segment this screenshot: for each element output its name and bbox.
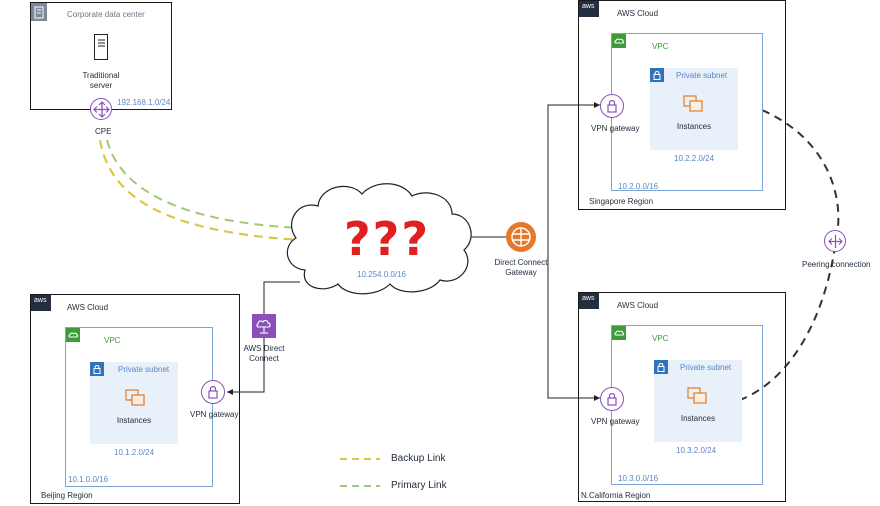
vpn-gateway-label: VPN gateway (591, 417, 640, 426)
arrow-beijing (227, 389, 233, 395)
vpc-cidr: 10.3.0.0/16 (618, 474, 659, 483)
server-label-line1: Traditional (82, 71, 120, 80)
aws-cloud-title: AWS Cloud (67, 303, 109, 312)
vpc-cloud-icon (66, 328, 80, 342)
peering-connection-icon (824, 230, 846, 252)
cloud-cidr: 10.254.0.0/16 (357, 270, 406, 279)
ncal-aws-cloud-box: aws AWS Cloud VPC Private subnet Instanc… (578, 292, 786, 502)
legend-backup-label: Backup Link (391, 453, 446, 464)
aws-cloud-title: AWS Cloud (617, 9, 659, 18)
private-subnet-box: Private subnet Instances (650, 68, 738, 150)
subnet-lock-icon (650, 68, 664, 82)
instances-icon (124, 388, 148, 410)
subnet-label: Private subnet (118, 365, 170, 374)
region-label: Singapore Region (589, 197, 654, 206)
legend-primary-label: Primary Link (391, 480, 447, 491)
vpn-gateway-icon (600, 387, 624, 411)
aws-logo-text: aws (582, 295, 595, 302)
cloud-dc-line (263, 281, 300, 314)
private-subnet-box: Private subnet Instances (654, 360, 742, 442)
vpc-label: VPC (652, 42, 669, 51)
vpn-gateway-icon (201, 380, 225, 404)
instances-label: Instances (676, 122, 712, 131)
vpc-cidr: 10.2.0.0/16 (618, 182, 659, 191)
subnet-label: Private subnet (680, 363, 732, 372)
direct-connect-gateway-icon (506, 222, 536, 252)
direct-connect-label-line2: Connect (249, 354, 279, 363)
singapore-aws-cloud-box: aws AWS Cloud VPC Private subnet Instanc… (578, 0, 786, 210)
beijing-aws-cloud-box: aws AWS Cloud VPC Private subnet Instanc… (30, 294, 240, 504)
unknown-network-mark: ??? (344, 212, 431, 266)
datacenter-title: Corporate data center (67, 10, 145, 19)
dxgw-label-line1: Direct Connect (494, 258, 548, 267)
vpc-label: VPC (652, 334, 669, 343)
primary-link-line (106, 139, 301, 229)
vpc-cloud-icon (612, 326, 626, 340)
region-label: N.California Region (581, 491, 651, 500)
server-icon (94, 34, 108, 60)
vpc-cloud-icon (612, 34, 626, 48)
aws-direct-connect-icon (252, 314, 276, 338)
vpc-label: VPC (104, 336, 121, 345)
instances-icon (686, 386, 710, 408)
server-label-line2: server (89, 81, 113, 90)
aws-logo-icon: aws (579, 1, 599, 17)
subnet-cidr: 10.2.2.0/24 (674, 154, 715, 163)
vpc-box: VPC Private subnet Instances 10.1.2.0/24… (65, 327, 213, 487)
dxgw-singapore-line (547, 104, 600, 237)
aws-logo-text: aws (34, 297, 47, 304)
vpc-box: VPC Private subnet Instances 10.3.2.0/24… (611, 325, 763, 485)
arrow-ncal (594, 395, 600, 401)
subnet-lock-icon (90, 362, 104, 376)
instances-icon (682, 94, 706, 116)
subnet-label: Private subnet (676, 71, 728, 80)
vpn-gateway-label: VPN gateway (190, 410, 239, 419)
region-label: Beijing Region (41, 491, 93, 500)
aws-logo-icon: aws (31, 295, 51, 311)
direct-connect-label-line1: AWS Direct (243, 344, 285, 353)
vpc-box: VPC Private subnet Instances 10.2.2.0/24… (611, 33, 763, 191)
subnet-cidr: 10.3.2.0/24 (676, 446, 717, 455)
arrow-singapore (594, 102, 600, 108)
dxgw-label-line2: Gateway (505, 268, 537, 277)
dxgw-ncal-line (547, 237, 600, 399)
aws-logo-text: aws (582, 3, 595, 10)
subnet-lock-icon (654, 360, 668, 374)
peering-line (739, 109, 840, 401)
vpc-cidr: 10.1.0.0/16 (68, 475, 109, 484)
vpn-gateway-label: VPN gateway (591, 124, 640, 133)
subnet-cidr: 10.1.2.0/24 (114, 448, 155, 457)
vpn-gateway-icon (600, 94, 624, 118)
instances-label: Instances (116, 416, 152, 425)
peering-connection-label: Peering connection (802, 260, 871, 269)
cpe-label: CPE (95, 127, 112, 136)
private-subnet-box: Private subnet Instances (90, 362, 178, 444)
aws-logo-icon: aws (579, 293, 599, 309)
instances-label: Instances (680, 414, 716, 423)
backup-link-line (98, 139, 301, 242)
building-icon (31, 3, 47, 21)
cpe-router-icon (90, 98, 112, 120)
datacenter-cidr: 192.168.1.0/24 (117, 98, 171, 107)
aws-cloud-title: AWS Cloud (617, 301, 659, 310)
